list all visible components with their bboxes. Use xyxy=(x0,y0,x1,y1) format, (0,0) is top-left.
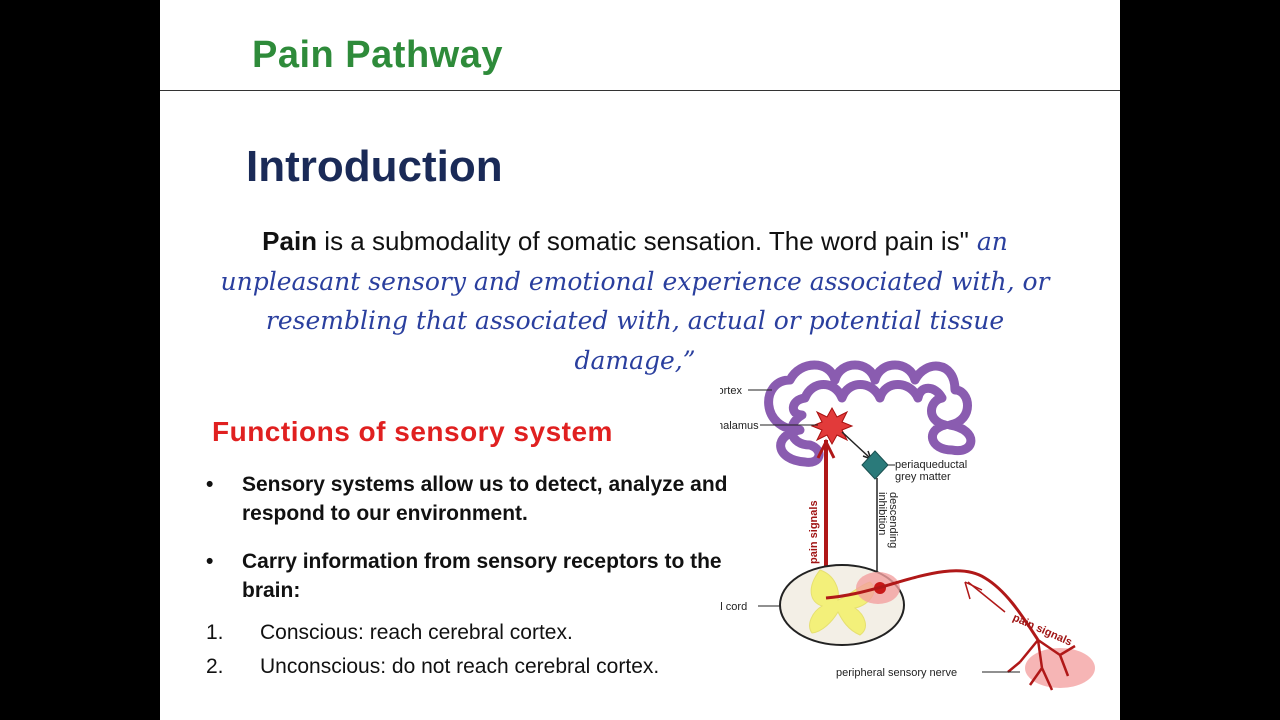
bullet-item: • Carry information from sensory receptor… xyxy=(204,547,744,605)
pain-signals-vertical-label: pain signals xyxy=(808,500,820,564)
functions-heading: Functions of sensory system xyxy=(212,416,613,447)
pag-label: periaqueductal xyxy=(895,459,967,471)
bullet-list: • Sensory systems allow us to detect, ana… xyxy=(204,470,744,624)
bullet-text: Sensory systems allow us to detect, anal… xyxy=(242,473,728,525)
slide: Pain Pathway Introduction Pain is a subm… xyxy=(160,0,1120,720)
nerve-endings xyxy=(1007,638,1076,691)
spinal-cord-label: spinal cord xyxy=(720,601,747,613)
cortex-outline xyxy=(764,360,976,467)
definition-quote: an unpleasant sensory and emotional expe… xyxy=(220,227,1050,375)
bullet-text: Carry information from sensory receptors… xyxy=(242,550,722,602)
descending-inhibition-label-line2: inhibition xyxy=(876,492,888,535)
bullet-dot-icon: • xyxy=(206,473,214,496)
receptor-field xyxy=(1025,648,1095,688)
item-number: 1. xyxy=(206,621,224,644)
pain-pathway-diagram: cortex thalamus periaqueductal grey matt… xyxy=(720,360,1095,691)
thalamus-star-icon xyxy=(810,406,854,446)
peripheral-nerve-label: peripheral sensory nerve xyxy=(836,667,957,679)
cortex-label: cortex xyxy=(720,385,742,397)
bullet-item: • Sensory systems allow us to detect, ana… xyxy=(204,470,744,528)
numbered-item: 1. Conscious: reach cerebral cortex. xyxy=(206,616,766,650)
pag-diamond-icon xyxy=(861,450,889,480)
thalamus-label: thalamus xyxy=(720,420,759,432)
numbered-list: 1. Conscious: reach cerebral cortex. 2. Un… xyxy=(206,616,766,684)
item-text: Unconscious: do not reach cerebral corte… xyxy=(260,655,660,678)
nerve-signal-arrow xyxy=(967,581,1006,613)
pag-label-line2: grey matter xyxy=(895,471,951,483)
numbered-item: 2. Unconscious: do not reach cerebral cor… xyxy=(206,650,766,684)
bullet-dot-icon: • xyxy=(206,550,214,573)
item-text: Conscious: reach cerebral cortex. xyxy=(260,621,573,644)
slide-header-title: Pain Pathway xyxy=(252,34,503,76)
thalamus-to-pag-arrow xyxy=(841,431,871,459)
definition-text: is a submodality of somatic sensation. T… xyxy=(317,226,969,256)
section-title: Introduction xyxy=(246,142,503,191)
descending-inhibition-label: descending xyxy=(887,492,899,548)
definition-term: Pain xyxy=(262,226,318,256)
pain-definition: Pain is a submodality of somatic sensati… xyxy=(210,222,1060,380)
ascending-arrow-icon xyxy=(816,438,836,459)
header-divider xyxy=(160,90,1120,91)
peripheral-nerve xyxy=(825,569,1040,641)
item-number: 2. xyxy=(206,655,224,678)
